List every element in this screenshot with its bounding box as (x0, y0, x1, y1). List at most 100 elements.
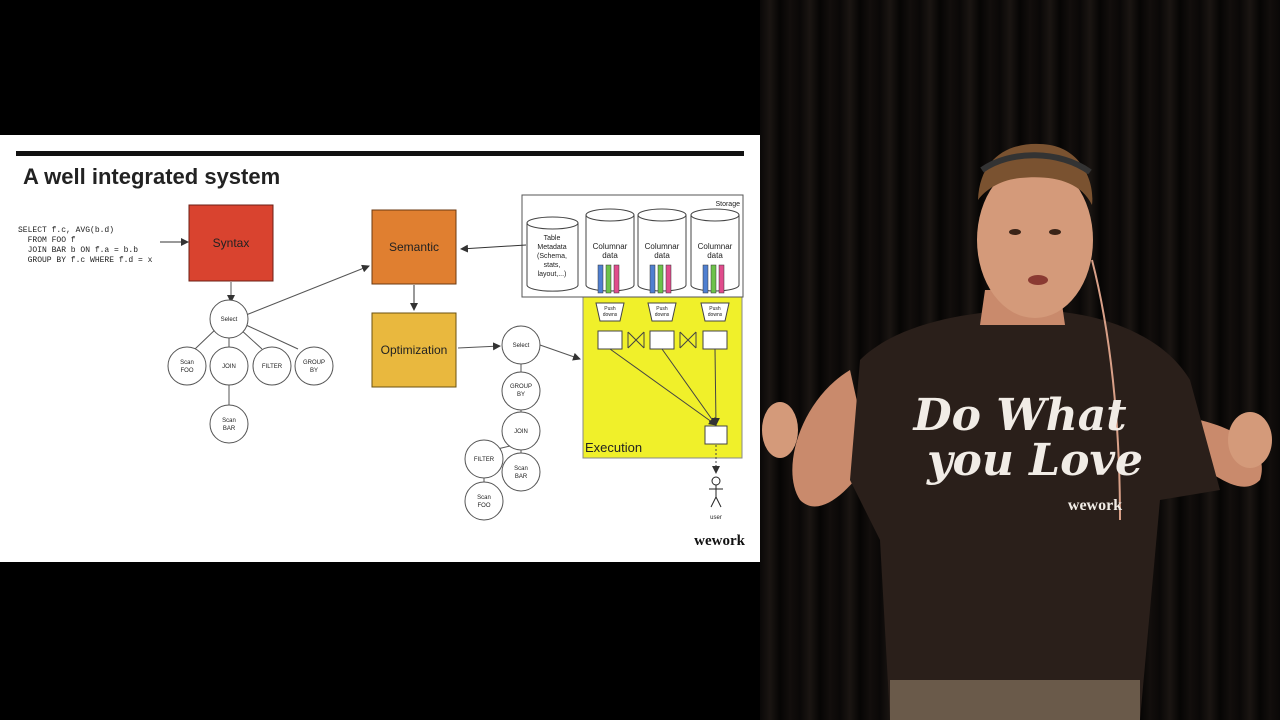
columnar-storage: ColumnardataPushdownsColumnardataPushdow… (585, 208, 740, 474)
syntax-label: Syntax (213, 236, 250, 250)
sunglasses-on-head (980, 152, 1092, 175)
node-label: FILTER (474, 457, 495, 463)
syntax-box (188, 204, 274, 282)
sql-line: FROM FOO f (18, 236, 76, 245)
node-label: Scan (180, 360, 194, 366)
push-down-label: downs (603, 312, 618, 318)
left-arm (792, 370, 870, 507)
tree-node-group-by (294, 346, 334, 386)
push-down-label: downs (708, 312, 723, 318)
column-bar (649, 264, 656, 294)
columnar-label: data (602, 251, 618, 260)
optimization-label: Optimization (381, 343, 448, 357)
exec-operator (702, 330, 728, 350)
push-down-filter (700, 302, 730, 322)
node-label: FILTER (262, 364, 283, 370)
push-down-filter (647, 302, 677, 322)
exec-operator (649, 330, 675, 350)
node-label: GROUP (303, 360, 325, 366)
opt-node-scan-foo (464, 481, 504, 521)
opt-node-scan-bar (501, 452, 541, 492)
mouth (1028, 275, 1048, 285)
pants (890, 680, 1140, 720)
push-down-label: downs (655, 312, 670, 318)
node-label: BY (310, 368, 318, 374)
columnar-label: Columnar (645, 242, 680, 251)
node-label: Select (513, 343, 530, 349)
semantic-label: Semantic (389, 240, 439, 254)
user-label: user (710, 515, 722, 521)
head (977, 162, 1093, 318)
node-label: Select (221, 317, 238, 323)
node-label: BY (517, 392, 525, 398)
table-metadata-cylinder: Table Metadata (Schema, stats, layout,..… (526, 216, 579, 292)
tree-node-scan-foo (167, 346, 207, 386)
opt-node-join (501, 411, 541, 451)
sql-line: SELECT f.c, AVG(b.d) (18, 226, 114, 235)
node-label: Scan (222, 418, 236, 424)
exec-operator (597, 330, 623, 350)
metadata-text: (Schema, (537, 253, 567, 260)
tree-node-scan-bar (209, 404, 249, 444)
right-eye (1049, 229, 1061, 235)
column-bar (702, 264, 709, 294)
column-bar (597, 264, 604, 294)
slide-diagram: A well integrated system SELECT f.c, AVG… (16, 151, 746, 549)
push-down-filter (595, 302, 625, 322)
node-label: BAR (223, 426, 236, 432)
node-label: Scan (514, 466, 528, 472)
execution-label: Execution (585, 440, 642, 455)
left-eye (1009, 229, 1021, 235)
column-bar (605, 264, 612, 294)
t-shirt (850, 310, 1220, 720)
optimization-box (371, 312, 457, 388)
column-bar (710, 264, 717, 294)
node-label: FOO (181, 368, 194, 374)
opt-node-filter (464, 439, 504, 479)
shuffle-exchange (679, 331, 697, 349)
tree-node-join (209, 346, 249, 386)
columnar-label: Columnar (593, 242, 628, 251)
shirt-text-line-2: you Love (926, 435, 1143, 486)
tree-node-filter (252, 346, 292, 386)
headset-mic-wire (1091, 259, 1121, 521)
title-rule (16, 151, 744, 156)
push-down-label: Push (604, 306, 616, 312)
speaker-illustration: Do What you Love wework (762, 143, 1272, 720)
columnar-label: Columnar (698, 242, 733, 251)
node-label: Scan (477, 495, 491, 501)
node-label: GROUP (510, 384, 532, 390)
metadata-text: layout,...) (538, 271, 567, 278)
shuffle-exchange (627, 331, 645, 349)
node-label: JOIN (514, 429, 528, 435)
node-label: BAR (515, 474, 528, 480)
column-bar (665, 264, 672, 294)
storage-label: Storage (715, 201, 740, 208)
column-bar (657, 264, 664, 294)
node-label: FOO (478, 503, 491, 509)
push-down-label: Push (709, 306, 721, 312)
sql-line: GROUP BY f.c WHERE f.d = x (18, 256, 153, 265)
presentation-slide: A well integrated system SELECT f.c, AVG… (0, 135, 760, 562)
column-bar (613, 264, 620, 294)
slide-title: A well integrated system (23, 164, 280, 189)
column-bar (718, 264, 725, 294)
opt-node-select (501, 325, 541, 365)
shirt-logo: wework (1068, 497, 1122, 514)
columnar-label: data (707, 251, 723, 260)
left-hand (762, 402, 798, 458)
push-down-label: Push (656, 306, 668, 312)
sql-query: SELECT f.c, AVG(b.d) FROM FOO f JOIN BAR… (18, 226, 153, 265)
speaker-photo: Do What you Love wework (760, 0, 1280, 720)
final-operator (704, 425, 728, 445)
metadata-text: Table (544, 235, 561, 242)
metadata-text: stats, (544, 262, 561, 269)
sql-line: JOIN BAR b ON f.a = b.b (18, 246, 138, 255)
tree-node-select (209, 299, 249, 339)
semantic-box (371, 209, 457, 285)
right-hand (1228, 412, 1272, 468)
shirt-text-line-1: Do What (911, 390, 1126, 441)
wework-logo: wework (694, 533, 745, 549)
